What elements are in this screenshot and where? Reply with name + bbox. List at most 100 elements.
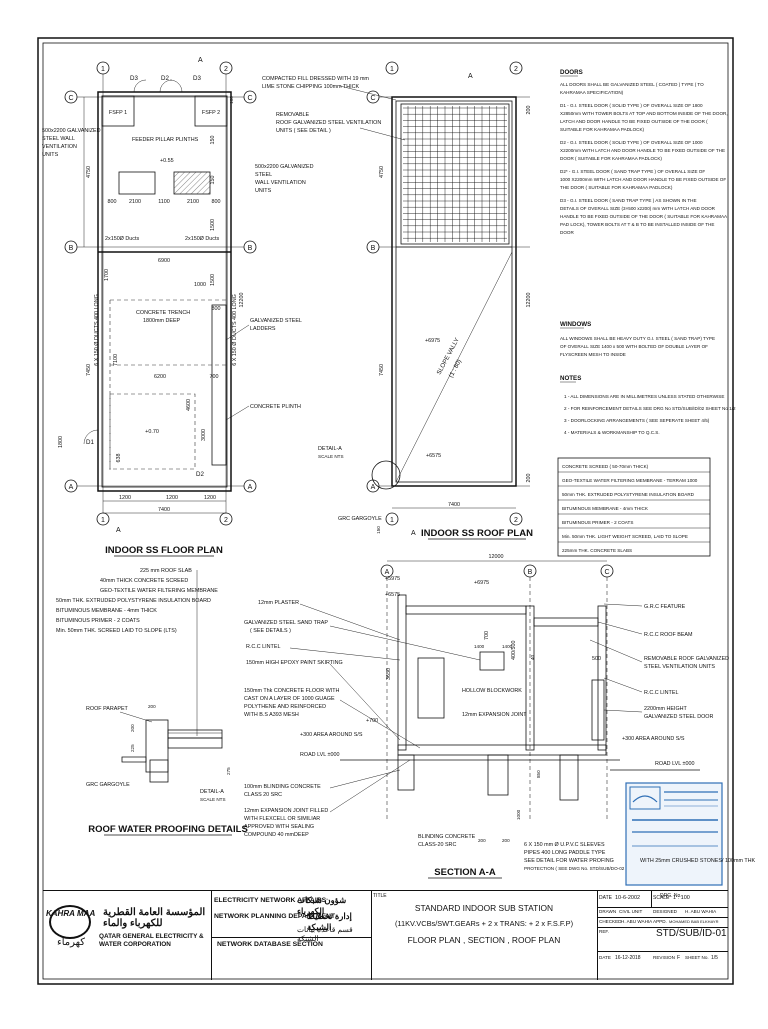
roof-parapet-inner (395, 100, 513, 483)
building-outline (97, 91, 232, 492)
dim-1500-b: 1500 (210, 219, 216, 231)
dim-638: 638 (116, 454, 122, 463)
sec-dim-1400-b: 1400 (502, 644, 513, 649)
note-3: 3 - DOORLOCKING ARRANGEMENTS ( SEE SEPER… (564, 418, 710, 423)
label-ducts-vertical-right: 6 X 150 Ø DUCTS 400 LONG (232, 294, 238, 366)
grid-label-c-left: C (68, 95, 73, 102)
row-drgno: REF. (597, 927, 728, 952)
title-block-info-panel: DATE 10-6-2002 SCALE 1 : 100 DRAWN CIVIL… (597, 891, 728, 980)
sec-leader-beam (597, 621, 643, 635)
date2-label: DATE (599, 955, 611, 960)
label-ladders-1: GALVANIZED STEEL (250, 318, 302, 324)
roof-dim-7400: 7400 (448, 502, 460, 508)
sec-label-expansion: 12mm EXPANSION JOINT (462, 712, 527, 718)
door-note-line: DOOR ( SUITABLE FOR KAHRAMAA PADLOCK) (560, 156, 662, 161)
roof-vent2-label-1: 500x2200 GALVANIZED (255, 164, 314, 170)
sec-footing-mid (487, 754, 509, 796)
org-english: QATAR GENERAL ELECTRICITY & WATER CORPOR… (99, 933, 204, 948)
sec-leader-floor (339, 699, 421, 749)
sec-leader-lintel (289, 647, 401, 661)
doors-heading: DOORS (560, 69, 583, 76)
roof-grid-label-1-top: 1 (390, 66, 394, 73)
sec-roof-slab-right (533, 617, 599, 627)
title-block-title-panel: TITLE STANDARD INDOOR SUB STATION (11KV.… (371, 891, 598, 980)
roof-grid-bubble-1-bottom (385, 512, 399, 526)
note-2: 2 - FOR REINFORCEMENT DETAILS SEE DRG No… (564, 406, 736, 411)
dim-4750: 4750 (86, 166, 92, 178)
roof-dim-4750: 4750 (379, 166, 385, 178)
door-note-line: SUITABLE FOR KAHRAMAA PADLOCK) (560, 127, 645, 132)
leader-vent (359, 127, 406, 141)
dim-1200-a: 1200 (119, 495, 131, 501)
wp-layer-label: BITUMINOUS PRIMER - 2 COATS (56, 618, 140, 624)
dim-150: 150 (210, 136, 216, 145)
roof-fill-label-1: COMPACTED FILL DRESSED WITH 19 mm (262, 76, 369, 82)
door-label-d3b: D3 (193, 75, 201, 82)
fsfp2-room (194, 95, 228, 127)
sec-label-plaster: 12mm PLASTER (258, 600, 299, 606)
window-note-line: FLYSCREEN MESH TO INSIDE (560, 352, 626, 357)
approval-stamp: WITH 25mm CRUSHED STONES/ 100mm THK (625, 782, 756, 886)
wp-lower-wall (149, 759, 169, 783)
sec-grid-label-c: C (604, 569, 609, 576)
stamp-logo-swoosh (632, 795, 658, 803)
sec-wall-left (397, 594, 407, 751)
row-drawn: DRAWN CIVIL UNIT DESIGNED H. ABU WAHIA (597, 907, 728, 918)
sec-label-floor-2: CAST ON A LAYER OF 1000 GUAGE (244, 696, 335, 702)
row-checked: CHECKED H. ABU WAHIA APPD. MOHAMED BAB E… (597, 917, 728, 928)
dim-6200: 6200 (154, 374, 166, 380)
sec-label-blinding-1: 100mm BLINDING CONCRETE (244, 784, 321, 790)
sec-door-opening (417, 657, 445, 719)
roof-grid-bubble-1-top (385, 61, 399, 75)
sec-label-skirting: 150mm HIGH EPOXY PAINT SKIRTING (246, 660, 343, 666)
door-label-d1: D1 (86, 439, 94, 446)
title-block: KAHRA MAA المؤسسة العامة القطرية للكهربا… (43, 890, 728, 980)
door-label-d2: D2 (196, 471, 204, 478)
door-note-line: THE DOOR ( SUITABLE FOR KAHRAMAA PADLOCK… (560, 185, 673, 190)
appd-value: MOHAMED BAB ELKHAYR (669, 919, 719, 924)
dim-12200: 12200 (239, 293, 245, 308)
designed-value: H. ABU WAHIA (685, 909, 717, 914)
roof-plan-title: INDOOR SS ROOF PLAN (421, 528, 533, 539)
sec-dim-3650: 3650 (386, 668, 392, 680)
ref-label: REF. (599, 929, 609, 934)
roof-grid-bubble-2-top (509, 61, 523, 75)
wp-layer-label: GEO-TEXTILE WATER FILTERING MEMBRANE (100, 588, 218, 594)
roof-vent2-label-2: STEEL (255, 172, 272, 178)
wp-dim-200-b: 200 (130, 724, 135, 732)
roof-vent2-label-3: WALL VENTILATION (255, 180, 306, 186)
sec-level-300-right: +300 AREA AROUND S/S (622, 736, 685, 742)
plinth-right-hatch (174, 172, 210, 194)
window-note-line: ALL WINDOWS SHALL BE HEAVY DUTY G.I. STE… (560, 336, 715, 341)
dim-1200-b: 1200 (166, 495, 178, 501)
wp-title: ROOF WATER PROOFING DETAILS (88, 824, 248, 835)
sec-footing-left (397, 754, 415, 791)
sec-level-5975: +5975 (385, 576, 400, 582)
roof-vent2-label-4: UNITS (255, 188, 272, 194)
sec-dim-700: 700 (484, 631, 490, 640)
label-vent-line2: STEEL WALL (42, 136, 75, 142)
roof-layers-rows: CONCRETE SCREED ( 50-70mm THICK)GEO-TEXT… (558, 464, 710, 553)
title-block-logo-panel: KAHRA MAA المؤسسة العامة القطرية للكهربا… (43, 891, 212, 980)
wp-layer-label: BITUMINOUS MEMBRANE - 4mm THICK (56, 608, 157, 614)
grid-label-2-top: 2 (224, 66, 228, 73)
roof-plan: 1 2 1 2 C B A SLOPE VALLY (1 : 80) +6975… (255, 61, 533, 540)
level-055: +0.55 (160, 158, 174, 164)
sec-leader-blinding (329, 769, 401, 789)
dim-800-b: 800 (212, 199, 221, 205)
sec-leader-grc (603, 603, 643, 607)
title-block-dept-panel: ELECTRICITY NETWORK AFFAIRS شؤون شبكات ا… (211, 891, 372, 980)
leader-plinth (225, 405, 250, 421)
wp-screed (167, 729, 223, 739)
door-label-d3a: D3 (130, 75, 138, 82)
appd-label: APPD. (653, 919, 667, 924)
stamp-logo (629, 786, 661, 810)
grid-label-a-right: A (248, 484, 253, 491)
leader-fill (339, 85, 397, 101)
sec-dim-12000: 12000 (489, 554, 504, 560)
grid-label-a-left: A (69, 484, 74, 491)
date2-value: 16-12-2018 (615, 955, 641, 961)
sec-leader-skirting (329, 663, 401, 741)
